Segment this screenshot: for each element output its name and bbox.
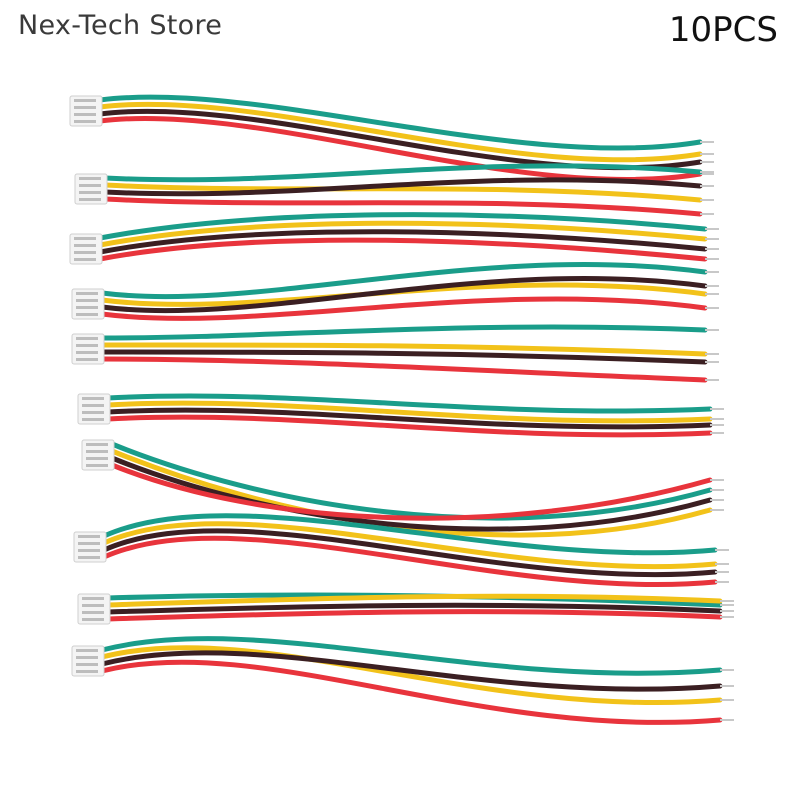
connector-pin-slot	[74, 113, 96, 116]
wire	[102, 196, 703, 217]
connector-pin-slot	[82, 597, 104, 600]
connector-pin-slot	[74, 244, 96, 247]
wire	[99, 659, 723, 725]
cable-4	[71, 262, 719, 321]
cable-6	[77, 393, 724, 438]
connector-pin-slot	[78, 556, 100, 559]
connector-housing	[77, 393, 111, 425]
connector-pin-slot	[82, 604, 104, 607]
wire	[101, 521, 718, 570]
cable-2	[74, 163, 714, 217]
wire	[105, 400, 713, 424]
wire	[101, 535, 718, 588]
connector-pin-slot	[78, 542, 100, 545]
cable-9	[77, 592, 734, 625]
wire	[99, 356, 708, 383]
connector-housing	[73, 531, 107, 563]
wire	[105, 407, 713, 430]
connector-pin-slot	[79, 184, 101, 187]
wire	[97, 94, 703, 151]
wire	[105, 593, 723, 608]
connector-housing	[74, 173, 108, 205]
wire	[105, 393, 713, 414]
cable-10	[71, 636, 734, 725]
connector-pin-slot	[76, 663, 98, 666]
connector-pin-slot	[74, 251, 96, 254]
connector-pin-slot	[76, 649, 98, 652]
wire	[102, 182, 703, 203]
wire	[99, 645, 723, 706]
connector-pin-slot	[76, 313, 98, 316]
connector-pin-slot	[82, 418, 104, 421]
connector-pin-slot	[78, 535, 100, 538]
wire	[97, 212, 708, 241]
wire	[97, 101, 703, 163]
connector-pin-slot	[82, 404, 104, 407]
connector-housing	[69, 233, 103, 265]
cable-3	[69, 212, 719, 265]
wire	[99, 349, 708, 365]
wire	[109, 455, 713, 532]
connector-housing	[71, 333, 105, 365]
wire	[97, 237, 708, 262]
wire	[105, 414, 713, 438]
connector-pin-slot	[79, 198, 101, 201]
connector-pin-slot	[82, 611, 104, 614]
connector-pin-slot	[76, 358, 98, 361]
connector-pin-slot	[74, 258, 96, 261]
wire	[99, 342, 708, 357]
wire	[99, 296, 708, 321]
wire	[102, 163, 703, 183]
connector-pin-slot	[86, 464, 108, 467]
connector-pin-slot	[86, 457, 108, 460]
wire	[105, 602, 723, 615]
connector-housing	[77, 593, 111, 625]
connector-pin-slot	[76, 292, 98, 295]
connector-pin-slot	[86, 450, 108, 453]
cable-7	[81, 439, 724, 538]
wire	[105, 609, 723, 622]
connector-housing	[71, 288, 105, 320]
wire	[99, 262, 708, 300]
connector-pin-slot	[79, 177, 101, 180]
connector-pin-slot	[82, 397, 104, 400]
wire	[97, 220, 708, 248]
connector-pin-slot	[86, 443, 108, 446]
quantity-label: 10PCS	[668, 10, 778, 50]
store-name: Nex-Tech Store	[18, 10, 223, 41]
connector-pin-slot	[82, 411, 104, 414]
connector-pin-slot	[74, 99, 96, 102]
wire	[97, 229, 708, 255]
wire	[102, 177, 703, 197]
connector-pin-slot	[82, 618, 104, 621]
cable-5	[71, 324, 719, 383]
connector-housing	[81, 439, 115, 471]
connector-housing	[69, 95, 103, 127]
wire	[109, 462, 713, 521]
connector-pin-slot	[74, 237, 96, 240]
connector-pin-slot	[78, 549, 100, 552]
cable-8	[73, 513, 729, 588]
wire	[101, 528, 718, 578]
wire	[109, 441, 713, 521]
connector-pin-slot	[76, 344, 98, 347]
connector-pin-slot	[74, 120, 96, 123]
connector-pin-slot	[76, 656, 98, 659]
connector-pin-slot	[76, 306, 98, 309]
connector-pin-slot	[76, 351, 98, 354]
connector-pin-slot	[76, 670, 98, 673]
wire	[99, 324, 708, 341]
wire	[99, 276, 708, 314]
connector-housing	[71, 645, 105, 677]
connector-pin-slot	[79, 191, 101, 194]
wire	[101, 513, 718, 556]
connector-pin-slot	[76, 299, 98, 302]
wire	[99, 636, 723, 676]
wire	[99, 650, 723, 692]
connector-pin-slot	[74, 106, 96, 109]
connector-pin-slot	[76, 337, 98, 340]
